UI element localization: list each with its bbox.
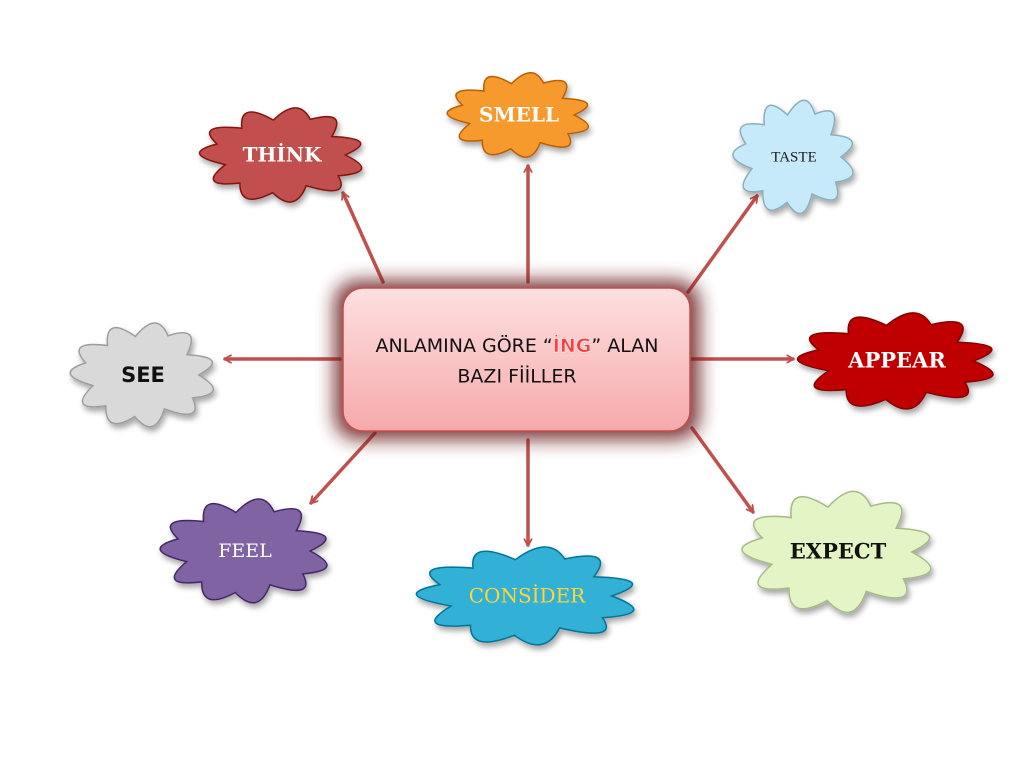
center-subtitle: BAZI FİİLLER	[457, 365, 576, 388]
cloud-label-smell: SMELL	[479, 103, 559, 127]
center-text-before: ANLAMINA GÖRE “	[376, 334, 553, 357]
central-concept-box: ANLAMINA GÖRE “İNG” ALAN BAZI FİİLLER	[334, 280, 700, 440]
cloud-shape-think	[198, 107, 363, 203]
center-box	[342, 287, 691, 432]
cloud-shape-smell	[446, 71, 589, 158]
center-title: ANLAMINA GÖRE “İNG” ALAN	[376, 333, 659, 357]
cloud-appear: APPEAR	[796, 312, 994, 410]
cloud-consider: CONSİDER	[415, 546, 635, 646]
cloud-see: SEE	[69, 322, 214, 428]
cloud-taste: TASTE	[732, 99, 854, 215]
cloud-shape-appear	[796, 312, 994, 410]
cloud-shape-expect	[741, 490, 932, 614]
cloud-label-feel: FEEL	[218, 540, 272, 562]
cloud-smell: SMELL	[446, 71, 589, 158]
cloud-shape-see	[69, 322, 214, 428]
cloud-expect: EXPECT	[741, 490, 932, 614]
connector-arrows	[223, 164, 795, 547]
cloud-label-consider: CONSİDER	[469, 584, 586, 608]
cloud-label-see: SEE	[121, 363, 165, 387]
cloud-shape-feel	[159, 498, 328, 604]
cloud-label-think: THİNK	[243, 143, 322, 167]
cloud-label-expect: EXPECT	[790, 539, 887, 564]
cloud-shape-consider	[415, 546, 635, 646]
arrow-to-think	[343, 191, 385, 284]
cloud-feel: FEEL	[159, 498, 328, 604]
cloud-think: THİNK	[198, 107, 363, 203]
verb-clouds: THİNK SMELL TASTE SEE APPEAR FEEL CONSİDER EXPE…	[69, 71, 994, 646]
arrow-to-expect	[690, 426, 755, 514]
center-highlight: İNG	[553, 333, 592, 357]
cloud-shape-taste	[732, 99, 854, 215]
arrow-to-feel	[309, 431, 377, 505]
cloud-label-taste: TASTE	[771, 149, 816, 165]
arrow-to-taste	[686, 194, 759, 294]
cloud-label-appear: APPEAR	[847, 348, 946, 373]
center-text-after: ” ALAN	[591, 335, 658, 357]
